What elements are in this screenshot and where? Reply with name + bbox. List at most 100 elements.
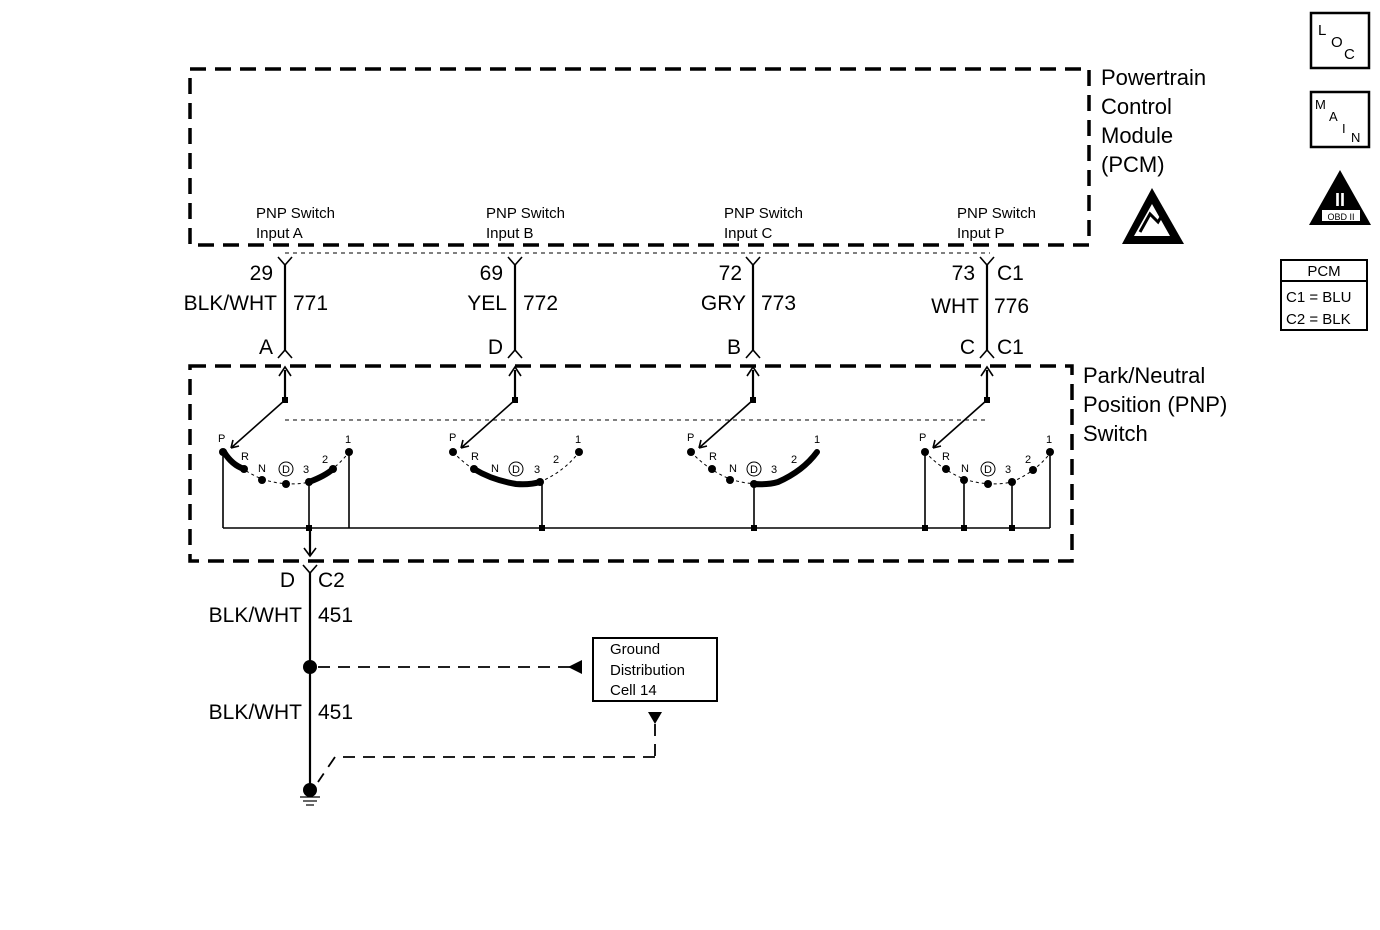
pos-2-c: 2 — [791, 454, 797, 466]
legend-title: PCM — [1307, 263, 1340, 280]
ground-distribution-box[interactable] — [592, 637, 718, 702]
connector-c1-bottom: C1 — [997, 336, 1024, 359]
conn-a: A — [259, 336, 273, 359]
conn-d: D — [488, 336, 503, 359]
circuit-771: 771 — [293, 292, 328, 315]
esd-sensitive-icon — [1122, 188, 1184, 244]
ground-wire-1-circuit: 451 — [318, 604, 353, 627]
pos-p-p: P — [919, 432, 926, 444]
pos-n-c: N — [729, 463, 737, 475]
circuit-776: 776 — [994, 295, 1029, 318]
main-icon[interactable]: M A I N — [1309, 90, 1371, 149]
connector-c1-top: C1 — [997, 262, 1024, 285]
svg-text:M: M — [1315, 97, 1326, 112]
circuit-772: 772 — [523, 292, 558, 315]
color-776: WHT — [931, 295, 979, 318]
ground-wire-1-color: BLK/WHT — [209, 604, 303, 627]
color-772: YEL — [467, 292, 507, 315]
color-773: GRY — [701, 292, 746, 315]
pos-n-a: N — [258, 463, 266, 475]
loc-icon[interactable]: L O C — [1309, 11, 1371, 70]
wire-773 — [745, 256, 761, 359]
pos-2-a: 2 — [322, 454, 328, 466]
svg-text:OBD II: OBD II — [1327, 212, 1354, 222]
pos-2-b: 2 — [553, 454, 559, 466]
pos-n-p: N — [961, 463, 969, 475]
input-p-label-2: Input P — [957, 225, 1005, 242]
pnp-title-line-1: Park/Neutral — [1083, 363, 1205, 388]
pos-p-b: P — [449, 432, 456, 444]
pos-1-c: 1 — [814, 434, 820, 446]
pos-r-p: R — [942, 451, 950, 463]
wire-772 — [507, 256, 523, 359]
pos-3-a: 3 — [303, 464, 309, 476]
pos-r-b: R — [471, 451, 479, 463]
pos-d-p: D — [984, 464, 992, 476]
pin-29: 29 — [250, 262, 273, 285]
pnp-title-line-2: Position (PNP) — [1083, 392, 1227, 417]
pnp-switch-c — [687, 365, 820, 528]
pnp-ground-bus — [223, 525, 1050, 558]
connector-c2: C2 — [318, 569, 345, 592]
ground-distribution-link — [317, 660, 662, 783]
input-b-label-2: Input B — [486, 225, 534, 242]
pos-1-b: 1 — [575, 434, 581, 446]
obd-ii-icon[interactable]: OBD II II — [1309, 170, 1371, 225]
pnp-switch-a — [219, 365, 353, 528]
pos-d-a: D — [282, 464, 290, 476]
pos-1-p: 1 — [1046, 434, 1052, 446]
pos-3-p: 3 — [1005, 464, 1011, 476]
pos-r-c: R — [709, 451, 717, 463]
svg-text:I: I — [1342, 121, 1346, 136]
pos-r-a: R — [241, 451, 249, 463]
ground-wire-451 — [302, 564, 318, 797]
pos-2-p: 2 — [1025, 454, 1031, 466]
pnp-switch-p — [921, 365, 1054, 528]
pin-72: 72 — [719, 262, 742, 285]
ground-ref-line-2: Distribution — [610, 662, 685, 679]
pin-69: 69 — [480, 262, 503, 285]
pcm-title-line-2: Control — [1101, 94, 1172, 119]
wire-771 — [277, 256, 293, 359]
legend-row-c2: C2 = BLK — [1286, 311, 1351, 328]
pos-3-b: 3 — [534, 464, 540, 476]
svg-text:N: N — [1351, 130, 1360, 145]
input-c-label-1: PNP Switch — [724, 205, 803, 222]
pos-p-a: P — [218, 433, 225, 445]
svg-text:C: C — [1344, 46, 1355, 63]
pcm-connector-legend: PCM C1 = BLU C2 = BLK — [1280, 259, 1368, 331]
pos-p-c: P — [687, 432, 694, 444]
pcm-title-line-4: (PCM) — [1101, 152, 1165, 177]
legend-row-c1: C1 = BLU — [1286, 289, 1351, 306]
pos-d-b: D — [512, 464, 520, 476]
input-p-label-1: PNP Switch — [957, 205, 1036, 222]
conn-c: C — [960, 336, 975, 359]
input-b-label-1: PNP Switch — [486, 205, 565, 222]
pcm-title-line-1: Powertrain — [1101, 65, 1206, 90]
ground-wire-2-color: BLK/WHT — [209, 701, 303, 724]
pos-1-a: 1 — [345, 434, 351, 446]
ground-wire-2-circuit: 451 — [318, 701, 353, 724]
svg-text:O: O — [1331, 34, 1343, 51]
input-a-label-1: PNP Switch — [256, 205, 335, 222]
color-771: BLK/WHT — [184, 292, 278, 315]
ground-symbol-icon — [300, 796, 320, 806]
pos-n-b: N — [491, 463, 499, 475]
input-c-label-2: Input C — [724, 225, 773, 242]
wire-776 — [979, 256, 995, 359]
input-a-label-2: Input A — [256, 225, 303, 242]
pin-73: 73 — [952, 262, 975, 285]
pos-3-c: 3 — [771, 464, 777, 476]
svg-text:II: II — [1335, 190, 1345, 210]
pnp-switch-box — [188, 364, 1074, 563]
svg-text:L: L — [1318, 22, 1326, 39]
circuit-773: 773 — [761, 292, 796, 315]
pnp-switch-b — [449, 365, 583, 528]
pos-d-c: D — [750, 464, 758, 476]
conn-b: B — [727, 336, 741, 359]
ground-ref-line-3: Cell 14 — [610, 682, 657, 699]
c2-pin-d: D — [280, 569, 295, 592]
pcm-title-line-3: Module — [1101, 123, 1173, 148]
pnp-title-line-3: Switch — [1083, 421, 1148, 446]
